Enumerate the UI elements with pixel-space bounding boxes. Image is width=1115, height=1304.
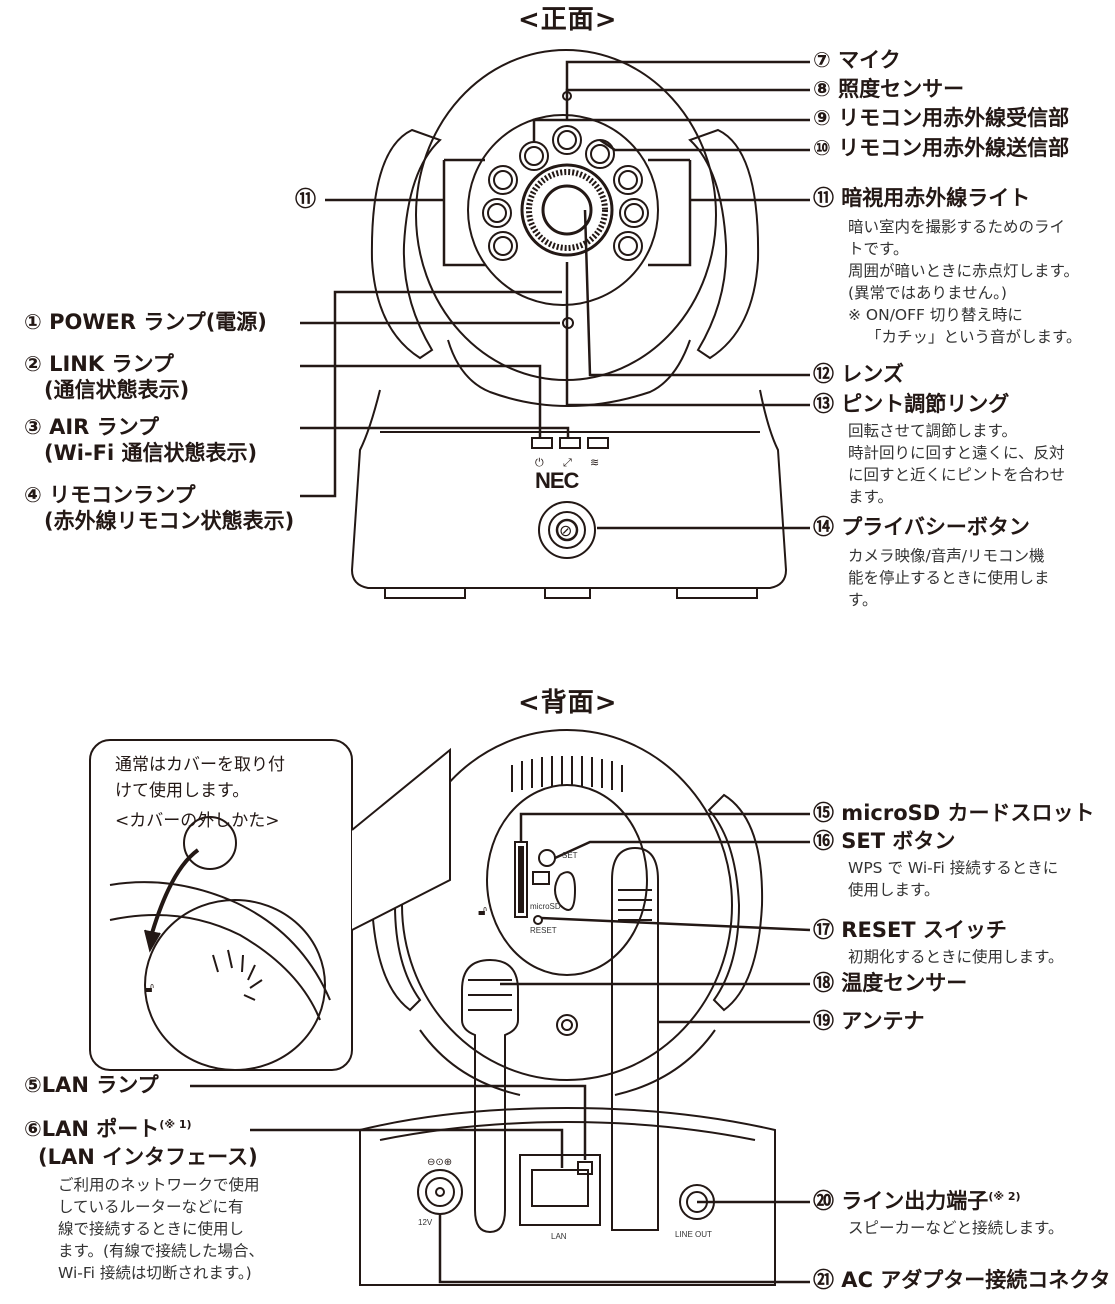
label-lan-lamp: ⑤LAN ランプ bbox=[24, 1073, 159, 1097]
desc-line: に回すと近くにピントを合わせ bbox=[848, 466, 1066, 484]
label-ir-transmitter: ⑩ リモコン用赤外線送信部 bbox=[813, 136, 1070, 160]
reset-switch-description: 初期化するときに使用します。 bbox=[848, 948, 1064, 966]
desc-line: ※ ON/OFF 切り替え時に bbox=[848, 306, 1023, 324]
unlock-icon-callout: 🔓︎ bbox=[145, 980, 154, 996]
label-ac-adapter-connector: ㉑ AC アダプター接続コネクタ bbox=[813, 1268, 1111, 1292]
label-microsd-slot: ⑮ microSD カードスロット bbox=[813, 801, 1095, 825]
link-icon: ⤢ bbox=[563, 456, 572, 469]
label-lan-port-sub: (LAN インタフェース) bbox=[38, 1145, 258, 1169]
label-lan-port: ⑥LAN ポート(※ 1) bbox=[24, 1117, 192, 1142]
privacy-icon: ⊘ bbox=[559, 521, 572, 540]
desc-line: 時計回りに回すと遠くに、反対 bbox=[848, 444, 1065, 462]
lan-port-description: ご利用のネットワークで使用 しているルーターなどに有 線で接続するときに使用し … bbox=[58, 1174, 264, 1284]
label-night-ir-light: ⑪ 暗視用赤外線ライト bbox=[813, 186, 1031, 210]
device-text-microsd: microSD bbox=[530, 902, 561, 911]
desc-line: ご利用のネットワークで使用 bbox=[58, 1176, 260, 1194]
desc-line: ます。 bbox=[848, 488, 893, 506]
callout-line: <カバーの外しかた> bbox=[115, 811, 280, 831]
set-button-description: WPS で Wi-Fi 接続するときに 使用します。 bbox=[848, 857, 1058, 901]
desc-line: (異常ではありません。) bbox=[848, 284, 1007, 302]
desc-line: す。 bbox=[848, 591, 878, 609]
device-text-reset: RESET bbox=[530, 926, 557, 935]
desc-line: トです。 bbox=[848, 240, 909, 258]
desc-line: カメラ映像/音声/リモコン機 bbox=[848, 547, 1045, 565]
ir-led-ring bbox=[482, 125, 649, 261]
lens-assembly bbox=[520, 163, 614, 257]
dc-polarity-icon: ⊖⊙⊕ bbox=[427, 1157, 452, 1168]
desc-line: Wi-Fi 接続は切断されます。) bbox=[58, 1264, 252, 1282]
desc-line: しているルーターなどに有 bbox=[58, 1198, 244, 1216]
privacy-button-illustration bbox=[538, 501, 596, 559]
callout-line: けて使用します。 bbox=[115, 781, 250, 801]
label-reset-switch: ⑰ RESET スイッチ bbox=[813, 918, 1007, 942]
desc-line: ます。(有線で接続した場合、 bbox=[58, 1242, 264, 1260]
label-microphone: ⑦ マイク bbox=[813, 48, 901, 72]
label-light-sensor: ⑧ 照度センサー bbox=[813, 77, 965, 101]
label-lens: ⑫ レンズ bbox=[813, 362, 904, 386]
privacy-button-description: カメラ映像/音声/リモコン機 能を停止するときに使用しま す。 bbox=[848, 545, 1050, 611]
remote-lamp-window bbox=[587, 437, 609, 449]
back-leader-lines bbox=[190, 812, 811, 1284]
callout-line: 通常はカバーを取り付 bbox=[115, 755, 285, 775]
device-text-line-out: LINE OUT bbox=[675, 1230, 712, 1239]
label-line-out: ⑳ ライン出力端子(※ 2) bbox=[813, 1189, 1021, 1214]
front-section-title: <正面> bbox=[518, 5, 618, 35]
label-focus-ring: ⑬ ピント調節リング bbox=[813, 392, 1010, 416]
label-remote-lamp: ④ リモコンランプ bbox=[24, 483, 196, 507]
label-temperature-sensor: ⑱ 温度センサー bbox=[813, 971, 968, 995]
desc-line: 周囲が暗いときに赤点灯します。 bbox=[848, 262, 1079, 280]
wifi-icon: ≋ bbox=[590, 456, 599, 469]
label-power-lamp: ① POWER ランプ(電源) bbox=[24, 310, 267, 334]
air-lamp-window bbox=[559, 437, 581, 449]
lan-port-note: (※ 1) bbox=[159, 1118, 192, 1131]
label-set-button: ⑯ SET ボタン bbox=[813, 829, 956, 853]
line-out-name: ⑳ ライン出力端子 bbox=[813, 1189, 989, 1213]
label-air-lamp: ③ AIR ランプ bbox=[24, 415, 160, 439]
device-text-lan: LAN bbox=[551, 1232, 567, 1241]
label-link-lamp: ② LINK ランプ bbox=[24, 352, 174, 376]
cover-closeup-illustration bbox=[109, 816, 331, 1071]
desc-line: 能を停止するときに使用しま bbox=[848, 569, 1050, 587]
label-antenna: ⑲ アンテナ bbox=[813, 1009, 925, 1033]
label-air-lamp-sub: (Wi-Fi 通信状態表示) bbox=[44, 441, 258, 465]
desc-line: 回転させて調節します。 bbox=[848, 422, 1017, 440]
unlock-icon: 🔓︎ bbox=[478, 903, 487, 919]
label-ir-receiver: ⑨ リモコン用赤外線受信部 bbox=[813, 106, 1070, 130]
desc-line: 使用します。 bbox=[848, 881, 940, 899]
label-link-lamp-sub: (通信状態表示) bbox=[44, 378, 190, 402]
link-lamp-window bbox=[531, 437, 553, 449]
back-section-title: <背面> bbox=[518, 688, 618, 718]
desc-line: 線で接続するときに使用し bbox=[58, 1220, 245, 1238]
line-out-description: スピーカーなどと接続します。 bbox=[848, 1219, 1064, 1237]
night-ir-description: 暗い室内を撮影するためのライ トです。 周囲が暗いときに赤点灯します。 (異常で… bbox=[848, 216, 1081, 348]
brand-logo: NEC bbox=[535, 468, 579, 493]
desc-line: 「カチッ」という音がします。 bbox=[866, 328, 1082, 346]
label-night-ir-marker: ⑪ bbox=[295, 187, 316, 211]
cover-callout-text: 通常はカバーを取り付 けて使用します。 <カバーの外しかた> bbox=[115, 752, 285, 834]
desc-line: WPS で Wi-Fi 接続するときに bbox=[848, 859, 1059, 877]
device-text-set: SET bbox=[562, 851, 578, 860]
power-icon: ⏻ bbox=[535, 456, 544, 469]
back-camera-illustration bbox=[359, 729, 776, 1286]
desc-line: 暗い室内を撮影するためのライ bbox=[848, 218, 1066, 236]
label-privacy-button: ⑭ プライバシーボタン bbox=[813, 515, 1030, 539]
line-out-note: (※ 2) bbox=[988, 1190, 1021, 1203]
focus-ring-description: 回転させて調節します。 時計回りに回すと遠くに、反対 に回すと近くにピントを合わ… bbox=[848, 420, 1065, 508]
front-leader-lines bbox=[300, 60, 810, 530]
lan-port-name: ⑥LAN ポート bbox=[24, 1117, 160, 1141]
device-text-power-spec: 12V bbox=[418, 1218, 433, 1227]
callout-pointer bbox=[351, 747, 451, 931]
label-remote-lamp-sub: (赤外線リモコン状態表示) bbox=[44, 509, 295, 533]
